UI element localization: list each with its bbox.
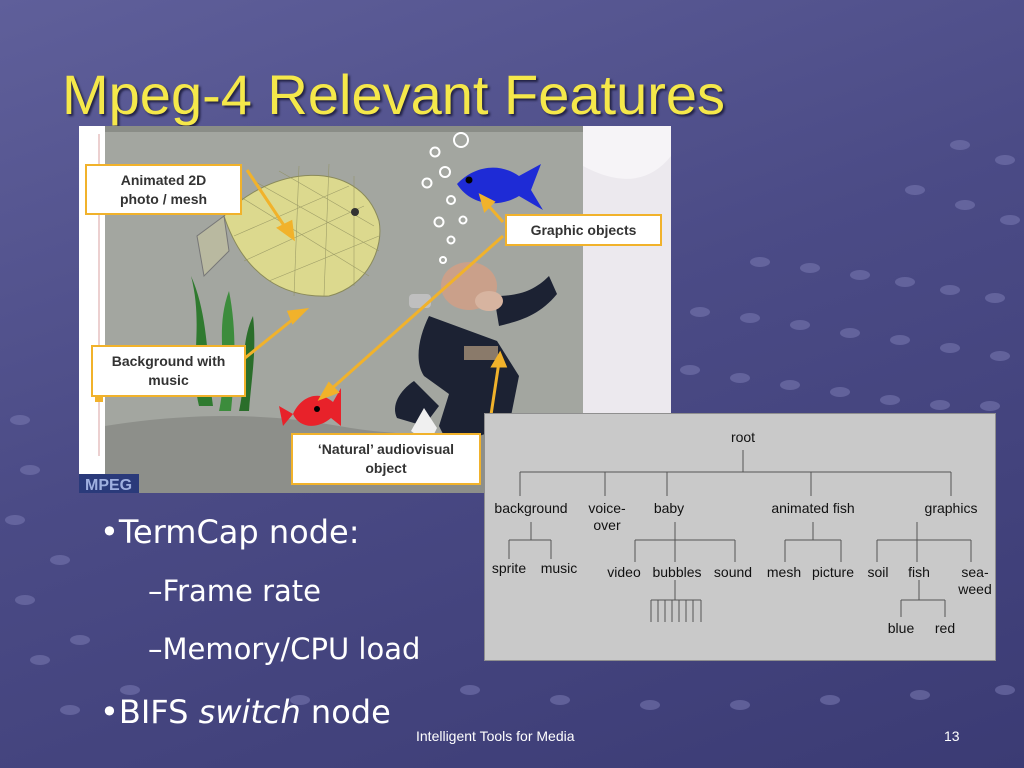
tree-node-voice-over-line1: voice- [588,500,626,516]
tree-node-blue: blue [888,620,915,636]
tree-node-video: video [607,564,641,580]
footer-title: Intelligent Tools for Media [416,728,575,744]
tree-node-mesh: mesh [767,564,801,580]
tree-node-root: root [731,429,755,445]
tree-node-seaweed-line1: sea- [961,564,989,580]
red-fish-icon [279,388,341,426]
tree-node-background: background [494,500,567,516]
tree-node-music: music [541,560,578,576]
bullet-termcap-node: •TermCap node: [100,513,360,551]
tree-node-red: red [935,620,955,636]
tree-node-fish: fish [908,564,930,580]
mpeg-logo-icon [79,474,139,493]
scene-illustration: MPEG [79,126,671,493]
tree-node-voice-over-line2: over [593,517,621,533]
tree-node-seaweed-line2: weed [957,581,991,597]
slide-title: Mpeg-4 Relevant Features [62,63,726,126]
tree-node-bubbles: bubbles [652,564,701,580]
tree-node-sprite: sprite [492,560,526,576]
subbullet-memory-cpu-load: –Memory/CPU load [148,632,421,666]
blue-fish-icon [457,164,543,210]
orange-marker-icon [95,394,103,402]
subbullet-frame-rate: –Frame rate [148,574,321,608]
bullet-bifs-switch-node: •BIFS switch node [100,693,391,731]
tree-node-animated-fish: animated fish [771,500,854,516]
scene-graph-tree: root background voice- over baby animate… [484,413,996,661]
tree-connectors [508,450,972,622]
tree-node-sound: sound [714,564,752,580]
tree-node-soil: soil [867,564,888,580]
tree-node-graphics: graphics [925,500,978,516]
tree-node-baby: baby [654,500,684,516]
slide-number: 13 [944,728,960,744]
svg-text:MPEG: MPEG [85,477,132,493]
bifs-switch-emphasis: switch [198,693,301,731]
mesh-fish-icon [196,163,381,297]
bubbles-icon [421,132,469,264]
label-graphic-objects: Graphic objects [505,214,662,246]
tree-node-picture: picture [812,564,854,580]
